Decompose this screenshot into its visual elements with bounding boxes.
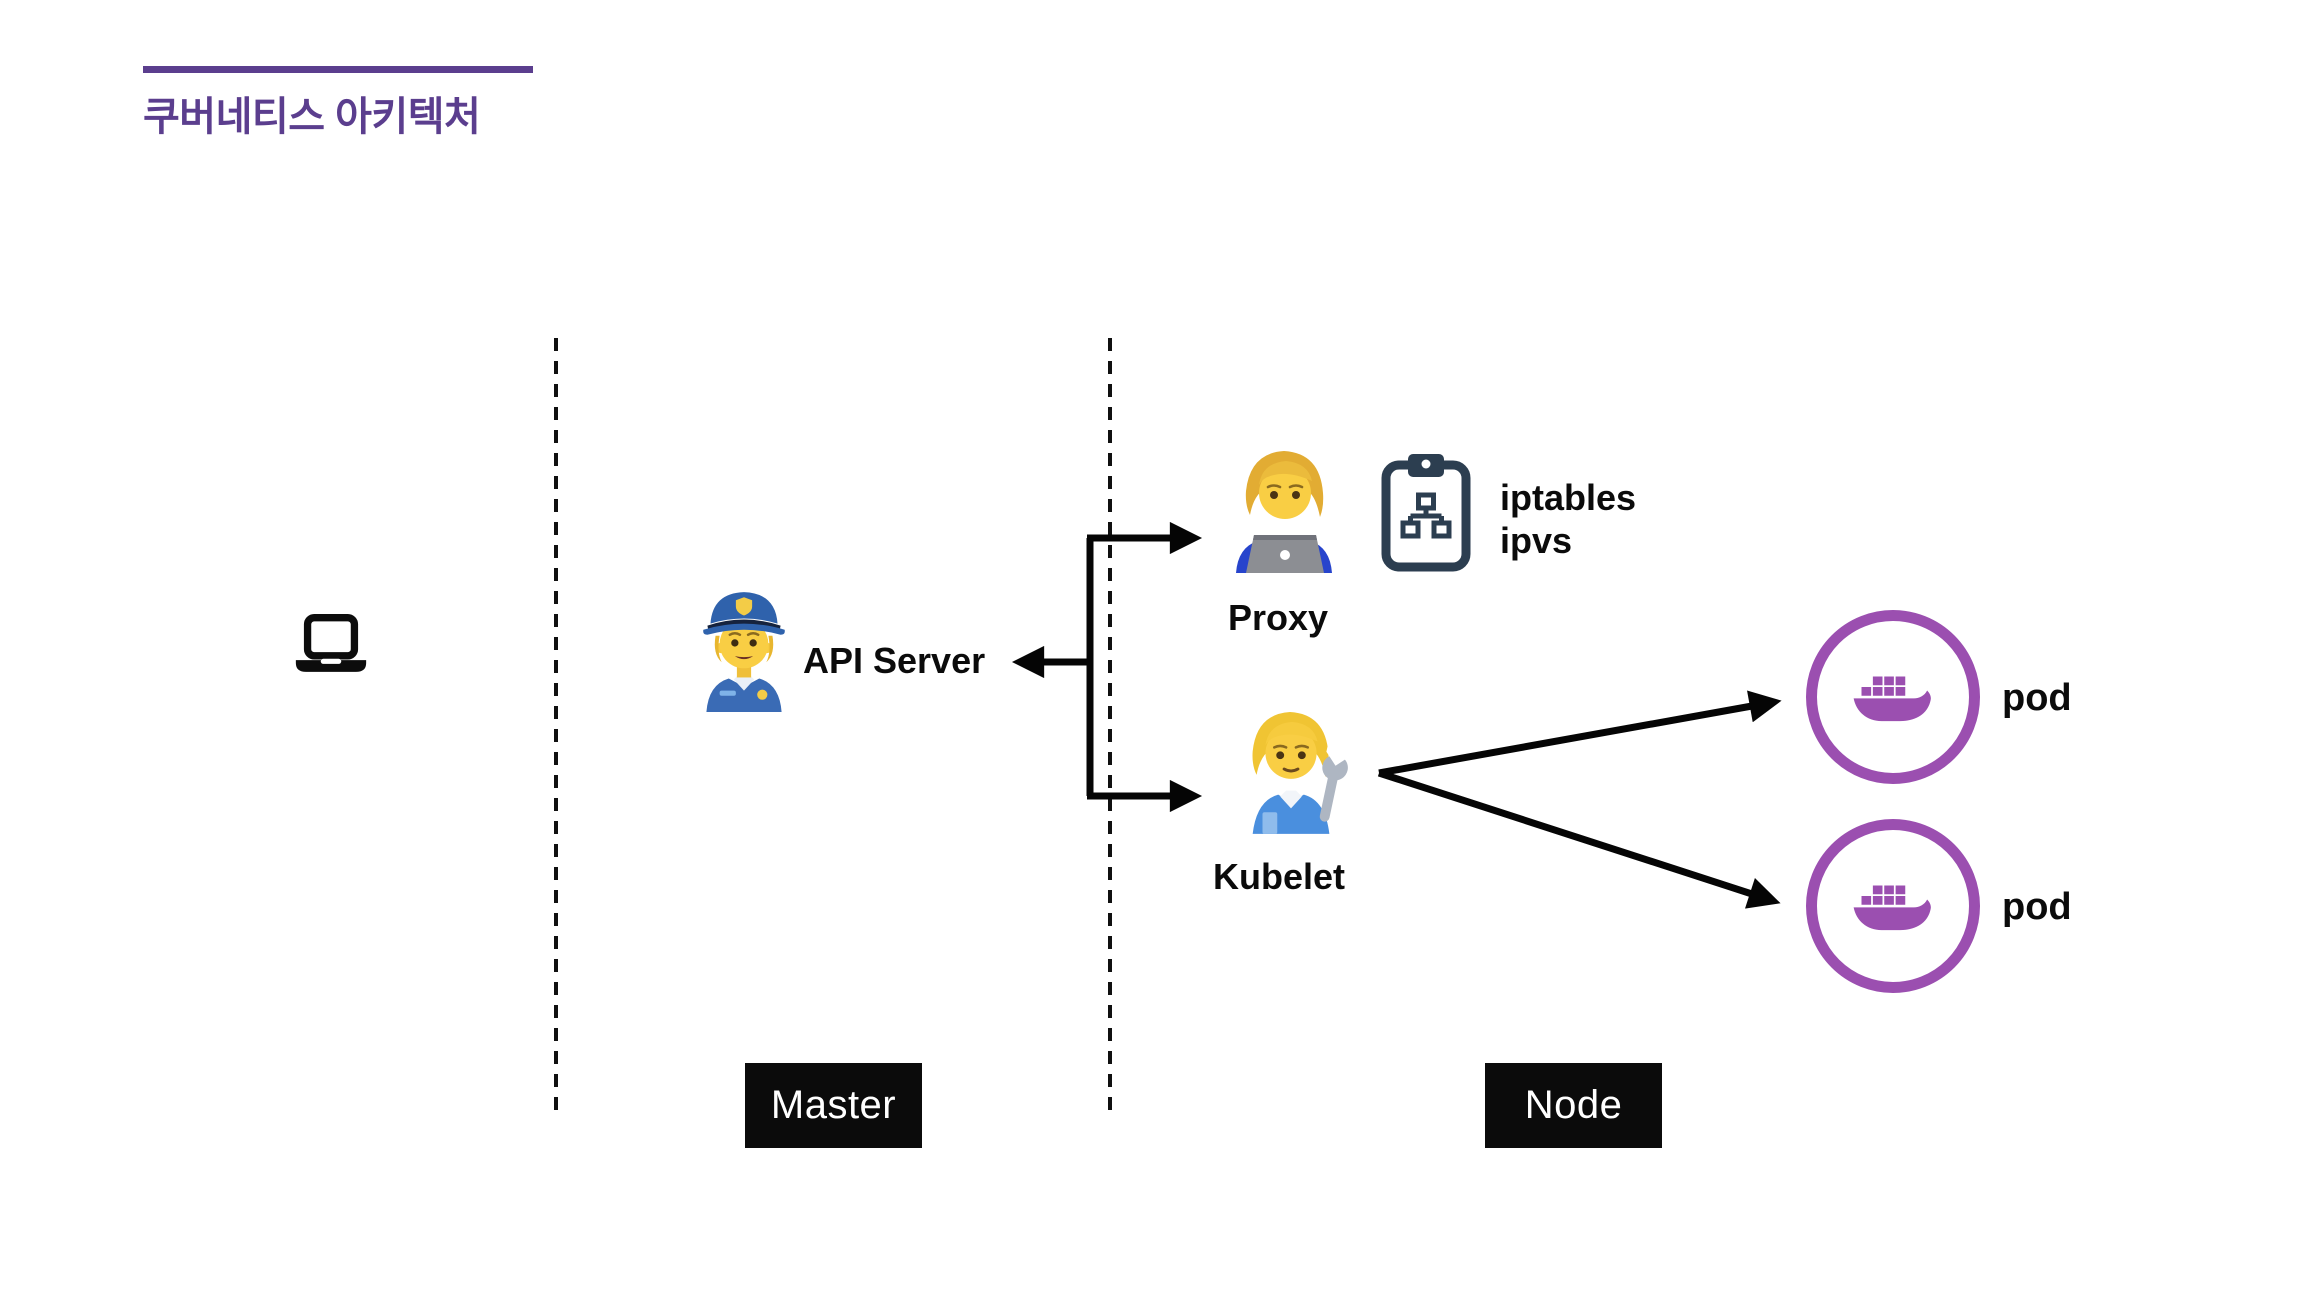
page-title: 쿠버네티스 아키텍처	[143, 95, 481, 139]
proxy-rules-text: iptables ipvs	[1500, 476, 1636, 562]
rule-iptables: iptables	[1500, 477, 1637, 518]
laptop-icon	[295, 614, 367, 672]
docker-whale-icon	[1853, 885, 1931, 930]
arrow-kubelet-to-pod-2	[1377, 769, 1781, 909]
police-officer-emoji	[703, 592, 785, 712]
pod-circle	[1806, 819, 1980, 993]
node-zone-label: Node	[1524, 1083, 1623, 1127]
wrench-icon	[1319, 744, 1351, 822]
master-zone-label: Master	[770, 1083, 897, 1127]
proxy-label: Proxy	[1228, 597, 1329, 638]
api-server-label: API Server	[803, 640, 986, 681]
node-zone-box: Node	[1485, 1063, 1662, 1148]
master-zone-box: Master	[745, 1063, 922, 1148]
clipboard-sitemap-icon	[1381, 454, 1471, 572]
technologist-emoji	[1236, 451, 1332, 573]
kubelet-label: Kubelet	[1213, 856, 1346, 897]
title-accent-bar	[143, 66, 533, 73]
rule-ipvs: ipvs	[1500, 520, 1573, 561]
pod-label: pod	[2002, 677, 2072, 719]
mechanic-emoji	[1252, 711, 1351, 834]
pod-circle	[1806, 610, 1980, 784]
arrow-kubelet-to-pod-1	[1378, 690, 1782, 777]
pod-label: pod	[2002, 886, 2072, 928]
docker-whale-icon	[1853, 676, 1931, 721]
